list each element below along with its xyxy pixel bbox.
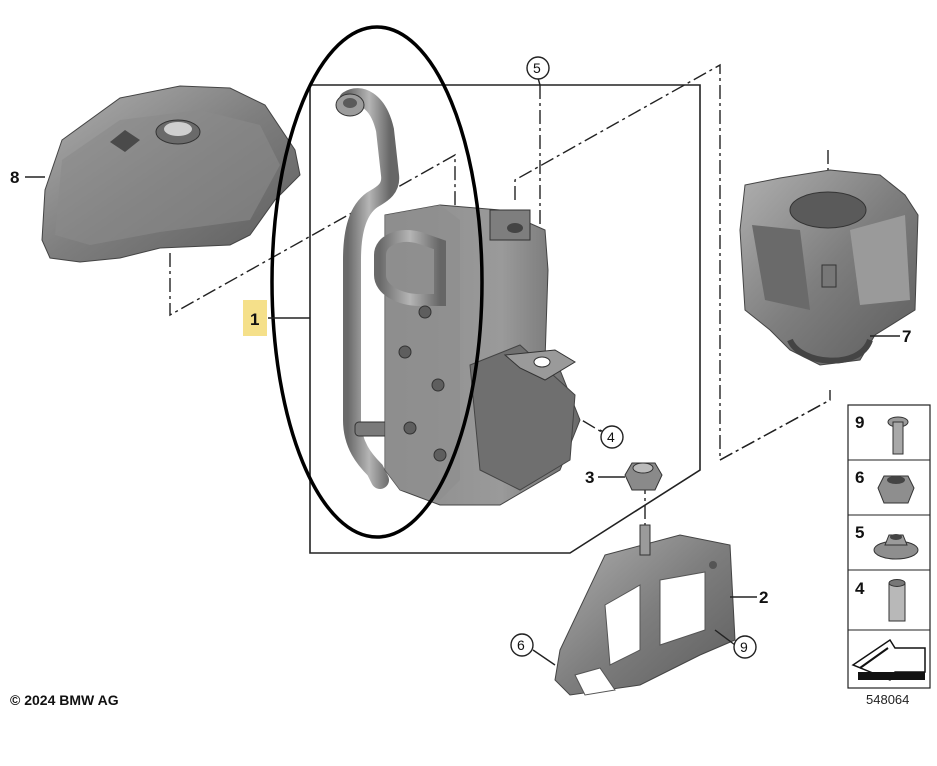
diagram-number: 548064 — [866, 692, 909, 707]
highlight-ellipse — [270, 25, 484, 539]
callout-5-circle[interactable]: 5 — [526, 56, 550, 80]
legend-number-1: 9 — [855, 413, 864, 432]
callout-3[interactable]: 3 — [585, 468, 594, 487]
legend-number-4: 4 — [855, 579, 865, 598]
callout-8[interactable]: 8 — [10, 168, 19, 187]
callout-2[interactable]: 2 — [759, 588, 768, 607]
callout-5: 5 — [533, 60, 541, 76]
part-3-nut — [624, 462, 663, 491]
part-2-bracket — [554, 524, 736, 696]
callout-6: 6 — [517, 637, 525, 653]
legend-row-1[interactable]: 9 — [855, 413, 909, 455]
callout-4-circle[interactable]: 4 — [600, 425, 624, 449]
part-1-reservoir — [335, 88, 581, 506]
flange-nut-icon — [873, 534, 919, 560]
legend-row-4[interactable]: 4 — [855, 579, 906, 622]
spacer-sleeve-icon — [888, 579, 906, 622]
callout-9: 9 — [740, 639, 748, 655]
legend-row-3[interactable]: 5 — [855, 523, 919, 560]
callout-6-circle[interactable]: 6 — [510, 633, 534, 657]
callout-4: 4 — [607, 429, 615, 445]
part-7-holder — [739, 169, 919, 366]
legend-number-2: 6 — [855, 468, 864, 487]
legend-number-3: 5 — [855, 523, 864, 542]
callout-1-highlight — [243, 300, 267, 336]
bolt-icon — [887, 416, 909, 455]
legend-row-2[interactable]: 6 — [855, 468, 915, 504]
part-8-cover — [41, 85, 301, 263]
hex-nut-icon — [877, 475, 915, 504]
callout-7[interactable]: 7 — [902, 327, 911, 346]
direction-arrow-icon — [851, 638, 926, 681]
callout-1[interactable]: 1 — [250, 310, 259, 329]
copyright: © 2024 BMW AG — [10, 692, 119, 708]
callout-9-circle[interactable]: 9 — [733, 635, 757, 659]
parts-legend: 9 6 5 4 — [847, 404, 931, 689]
